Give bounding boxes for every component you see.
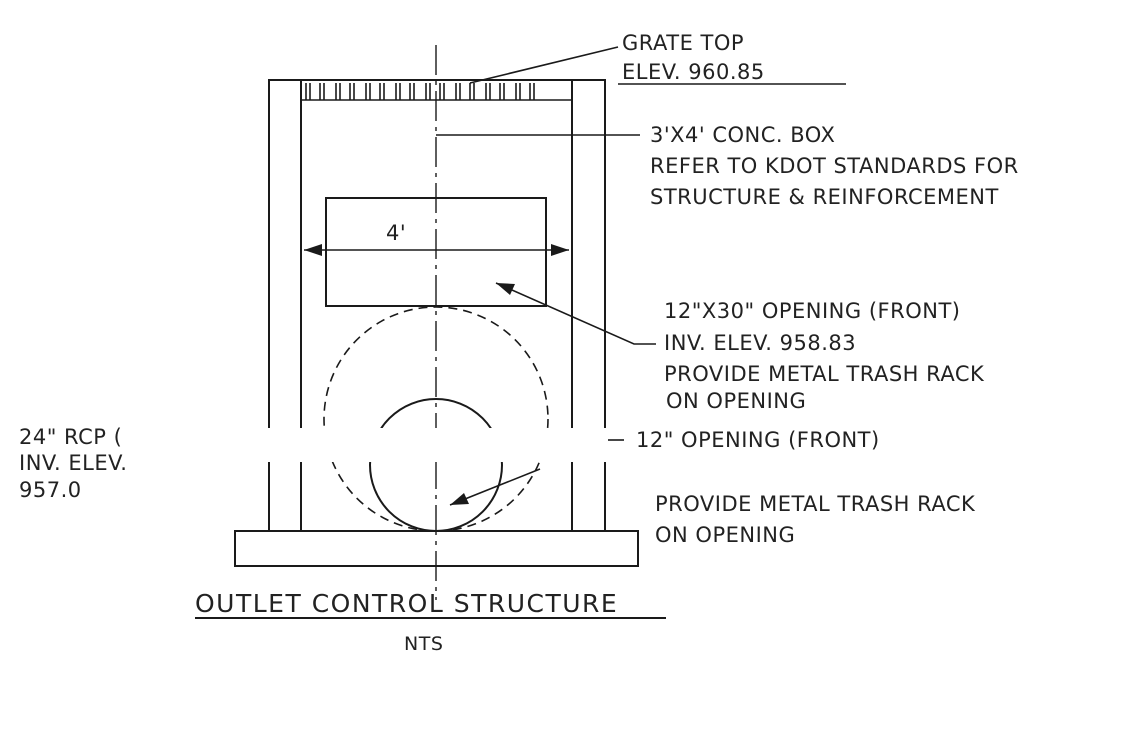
width-dimension-label: 4' [386, 221, 406, 245]
on-opening-label-1: ON OPENING [666, 389, 806, 413]
opening-12-label: 12" OPENING (FRONT) [636, 428, 880, 452]
circular-opening [369, 398, 503, 532]
rcp-label: 24" RCP ( [19, 425, 122, 449]
rectangular-opening [325, 197, 547, 307]
rcp-elev-label: 957.0 [19, 478, 82, 502]
grate-top-label: GRATE TOP [622, 31, 744, 55]
grate-top-leader [469, 46, 619, 84]
grate-bars [305, 83, 535, 100]
opening-12-arrowhead [450, 493, 469, 505]
opening-30-leader [495, 282, 656, 345]
drawing-title: OUTLET CONTROL STRUCTURE [195, 589, 618, 618]
grate-elev-label: ELEV. 960.85 [622, 60, 765, 84]
opening-30-arrowhead [496, 283, 515, 295]
width-dimension-arrow-right [551, 244, 569, 256]
on-opening-label-2: ON OPENING [655, 523, 795, 547]
scale-label: NTS [404, 633, 443, 655]
opening-30-label: 12"X30" OPENING (FRONT) [664, 299, 960, 323]
label-band [150, 428, 620, 462]
opening-30-inv-label: INV. ELEV. 958.83 [664, 331, 856, 355]
width-dimension-arrow-left [304, 244, 322, 256]
rcp-pipe-outline [323, 306, 549, 532]
box-label: 3'X4' CONC. BOX [650, 123, 835, 147]
rcp-inv-label: INV. ELEV. [19, 451, 127, 475]
structure-label: STRUCTURE & REINFORCEMENT [650, 185, 999, 209]
trash-rack-label-2: PROVIDE METAL TRASH RACK [655, 492, 976, 516]
kdot-label: REFER TO KDOT STANDARDS FOR [650, 154, 1019, 178]
trash-rack-label-1: PROVIDE METAL TRASH RACK [664, 362, 985, 386]
